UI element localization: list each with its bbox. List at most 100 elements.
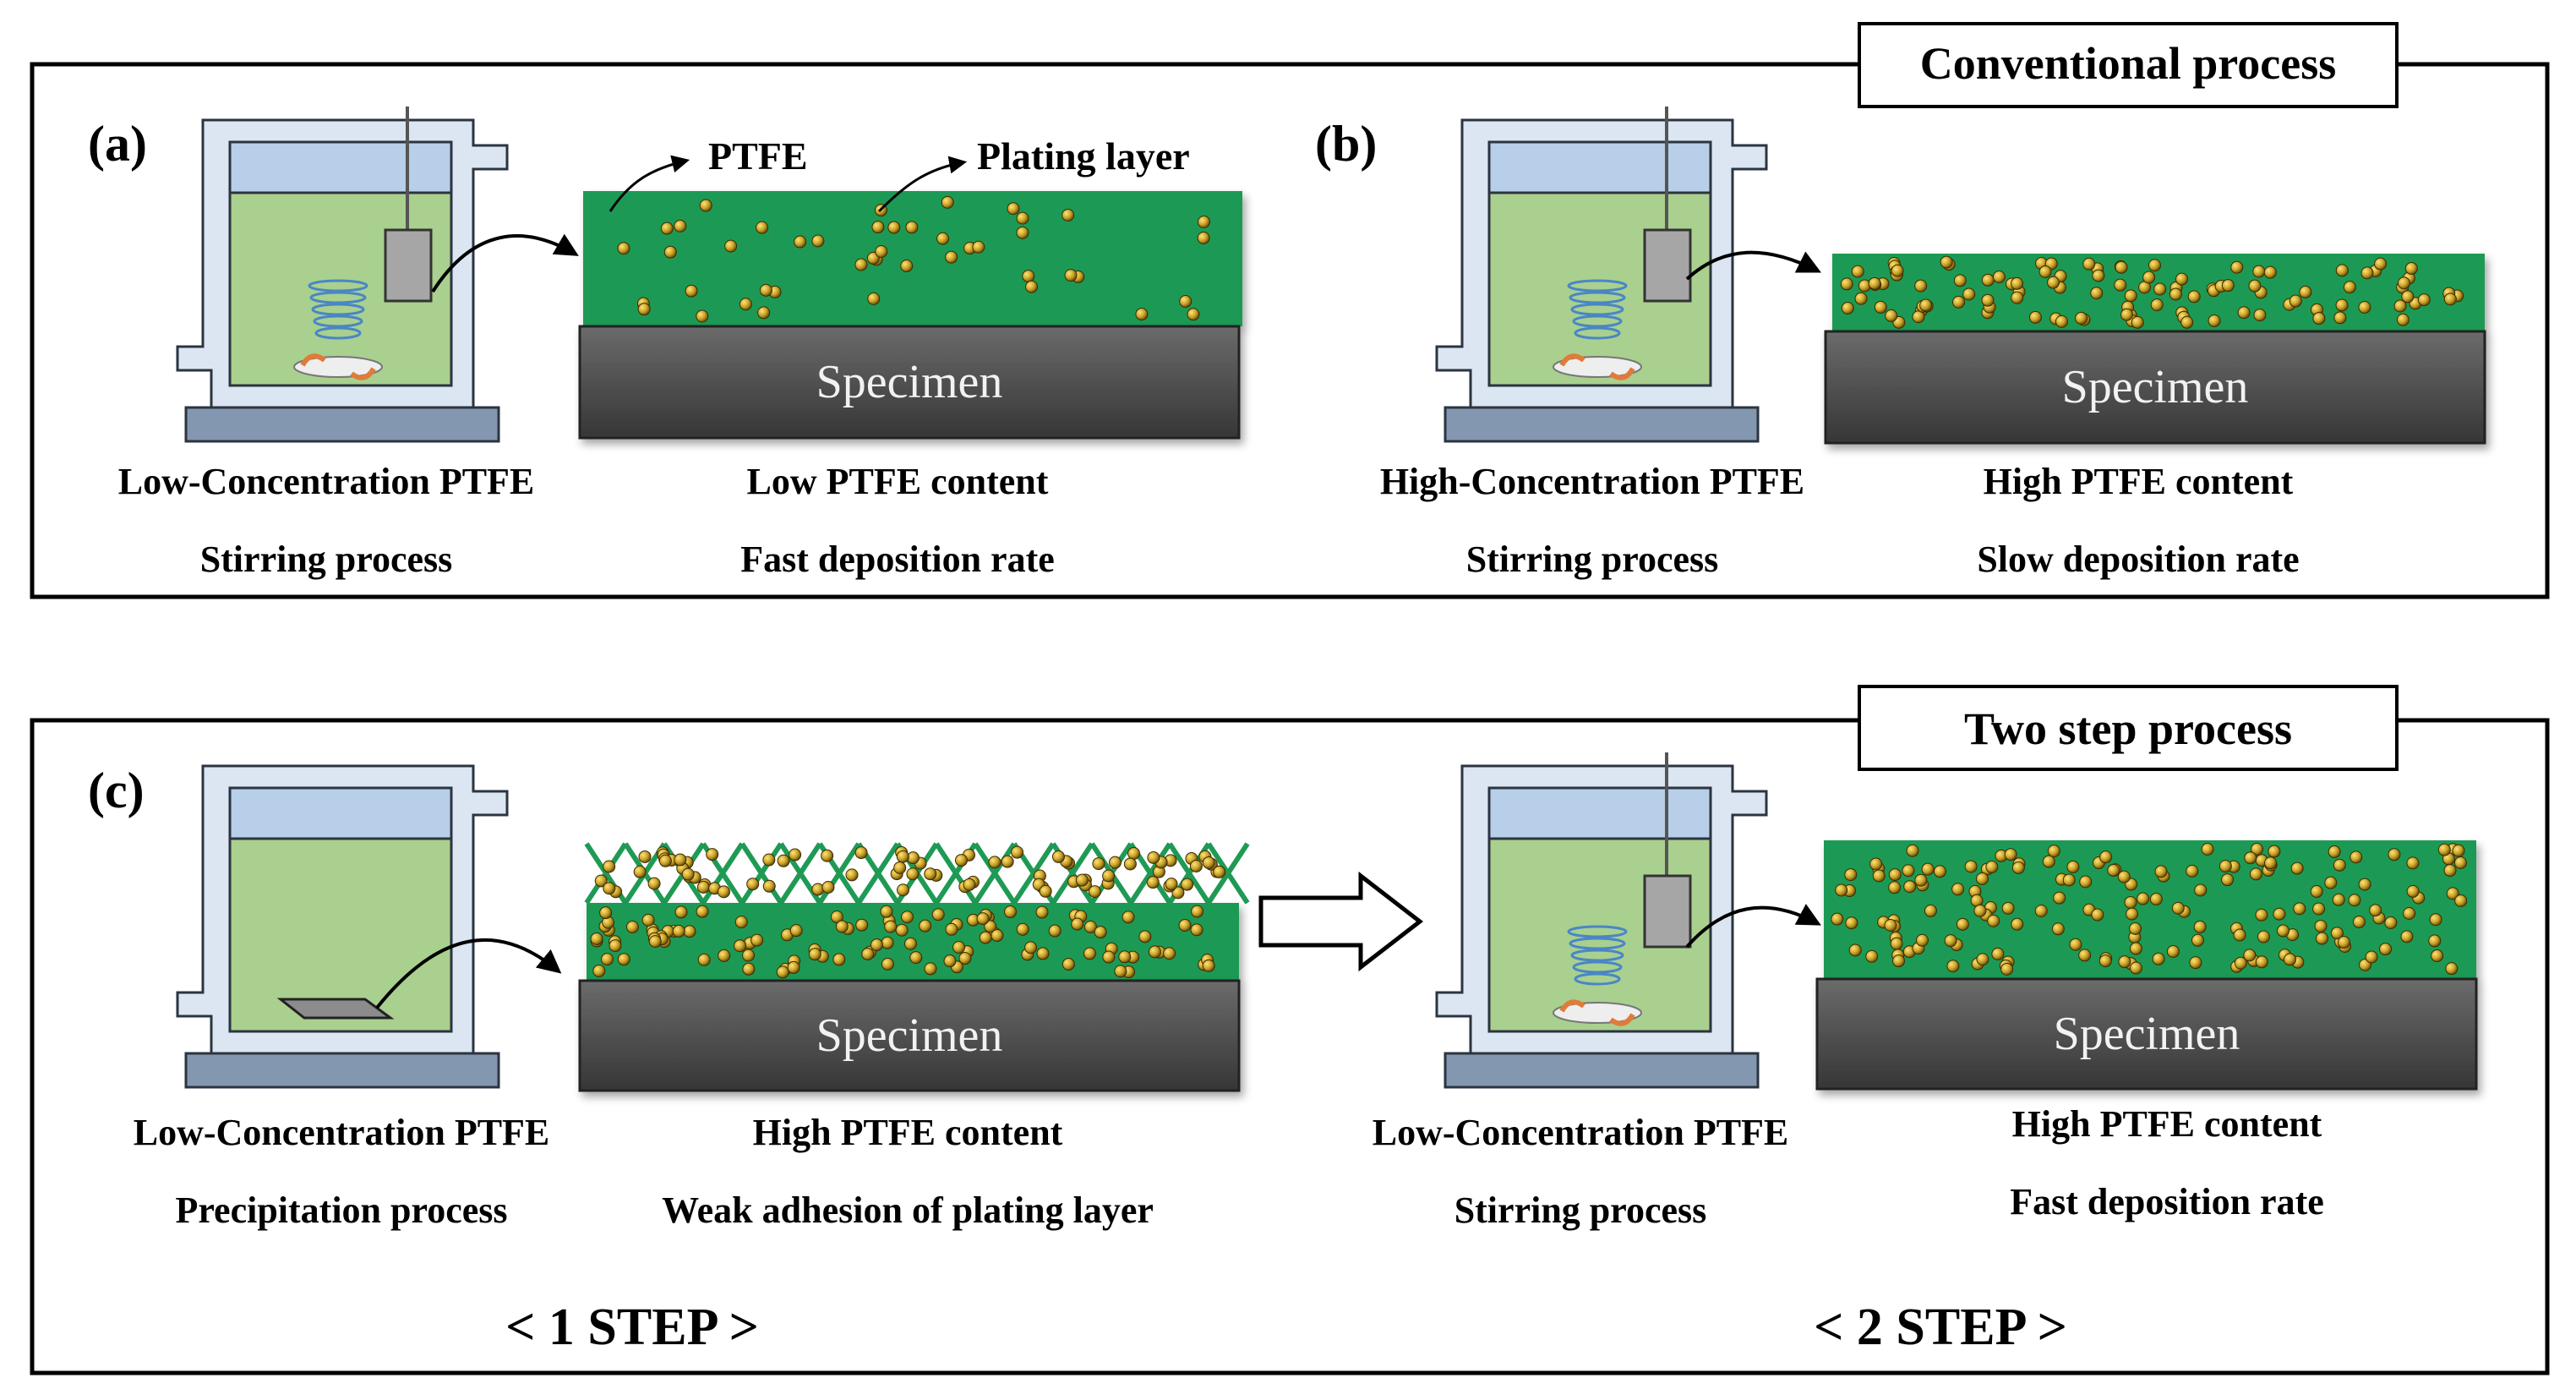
tank-c2-stir-bar <box>1553 1002 1642 1024</box>
ptfe-particle <box>2233 928 2246 942</box>
tank-c2-stir-swirl <box>1569 937 1626 950</box>
ptfe-particle <box>742 949 756 962</box>
ptfe-particle <box>1135 308 1149 321</box>
ptfe-particle <box>1888 868 1902 882</box>
ptfe-particle <box>2454 894 2468 908</box>
mesh-strand <box>1206 842 1250 905</box>
ptfe-callout-arrow <box>609 155 690 212</box>
ptfe-particle <box>2011 917 2024 931</box>
ptfe-particle <box>2075 311 2088 325</box>
ptfe-particle <box>2055 314 2068 328</box>
panel-c-label: (c) <box>88 763 145 818</box>
ptfe-particle <box>2312 902 2326 916</box>
ptfe-particle <box>2129 961 2142 975</box>
ptfe-particle <box>2175 272 2189 286</box>
ptfe-particle <box>1202 856 1215 869</box>
ptfe-particle <box>2268 845 2281 858</box>
ptfe-particle <box>696 905 709 918</box>
ptfe-particle <box>2417 293 2431 307</box>
ptfe-particle <box>2189 956 2202 970</box>
ptfe-particle <box>746 878 760 891</box>
specimen-block <box>578 325 1241 440</box>
ptfe-particle <box>991 929 1004 943</box>
ptfe-particle <box>789 848 802 861</box>
ptfe-particle <box>2335 264 2349 277</box>
ptfe-particle <box>1973 904 1987 917</box>
ptfe-particle <box>2453 856 2467 870</box>
ptfe-particle <box>884 920 898 933</box>
ptfe-particle <box>1165 878 1178 891</box>
ptfe-particle <box>1062 208 1075 221</box>
tank-b-stir-swirl <box>1570 303 1624 316</box>
ptfe-particle <box>674 905 688 919</box>
ptfe-particle <box>2428 934 2442 948</box>
panel-a: (a) Specimen PTFE Plating layer Low-Conc… <box>88 107 1242 580</box>
ptfe-particle <box>787 960 800 974</box>
ptfe-particle <box>903 937 917 950</box>
ptfe-particle <box>685 284 698 298</box>
two-step-title: Two step process <box>1964 703 2292 754</box>
specimen-a: Specimen <box>578 325 1241 440</box>
ptfe-particle <box>1985 860 1999 873</box>
ptfe-particle <box>909 951 923 965</box>
ptfe-particle <box>2343 281 2356 294</box>
ptfe-particle <box>1004 905 1018 919</box>
ptfe-particle <box>757 306 771 320</box>
tank-c1-caption-1: Low-Concentration PTFE <box>134 1112 550 1153</box>
ptfe-particle <box>2115 260 2128 274</box>
ptfe-particle <box>2314 919 2328 932</box>
ptfe-particle <box>762 879 776 893</box>
ptfe-particle <box>821 849 834 862</box>
ptfe-particle <box>617 242 630 255</box>
ptfe-particle <box>1025 280 1039 293</box>
tank-c2-liquid-surface <box>1487 786 1712 840</box>
ptfe-particle <box>2328 845 2341 859</box>
ptfe-particle <box>1987 914 2000 927</box>
step1-label: < 1 STEP > <box>505 1299 759 1356</box>
tank-c1-stand <box>184 1052 500 1089</box>
ptfe-particle <box>906 867 920 881</box>
ptfe-particle <box>1181 878 1194 891</box>
ptfe-particle <box>2126 907 2139 921</box>
ptfe-particle <box>1906 844 1919 857</box>
ptfe-particle <box>2429 913 2442 927</box>
ptfe-particle <box>2332 893 2345 906</box>
transfer-arrow-a <box>431 233 579 293</box>
ptfe-particle <box>2091 908 2104 921</box>
tank-c2-stir-arrow-right <box>1609 1013 1635 1026</box>
ptfe-particle <box>794 235 807 249</box>
tank-b-stir-swirl <box>1574 326 1621 340</box>
conventional-title-box <box>1858 22 2399 108</box>
ptfe-particle <box>875 245 888 259</box>
ptfe-particle <box>2374 257 2388 271</box>
ptfe-particle <box>1885 309 1898 322</box>
specimen-c1: Specimen <box>578 979 1241 1092</box>
ptfe-particle <box>2396 313 2410 326</box>
ptfe-particle <box>2001 901 2015 915</box>
ptfe-particle <box>811 883 825 896</box>
ptfe-particle <box>592 964 606 977</box>
ptfe-particle <box>1146 876 1160 889</box>
ptfe-particle <box>832 953 846 966</box>
ptfe-particle <box>2401 290 2415 304</box>
ptfe-particle <box>1924 904 1937 917</box>
ptfe-particle <box>1202 959 1215 972</box>
ptfe-particle <box>2249 867 2262 881</box>
ptfe-particle <box>2107 863 2120 877</box>
ptfe-particle <box>1981 293 1995 307</box>
mesh-strand <box>1128 842 1172 905</box>
ptfe-particle <box>2004 848 2017 861</box>
ptfe-particle <box>2142 271 2156 284</box>
ptfe-particle <box>2082 257 2096 271</box>
tank-a-caption-2: Stirring process <box>200 539 453 580</box>
ptfe-particle <box>1933 865 1946 878</box>
ptfe-particle <box>699 199 712 212</box>
ptfe-particle <box>1190 923 1203 937</box>
ptfe-particle <box>2187 290 2201 304</box>
mesh-strand <box>584 842 628 905</box>
ptfe-particle <box>835 920 849 933</box>
layer-c2-caption-1: High PTFE content <box>2012 1103 2322 1145</box>
ptfe-particle <box>1891 264 1904 277</box>
panel-b: (b) Specimen High-Concentration PTFE Sti… <box>1315 107 2486 580</box>
ptfe-particle <box>2257 930 2270 943</box>
